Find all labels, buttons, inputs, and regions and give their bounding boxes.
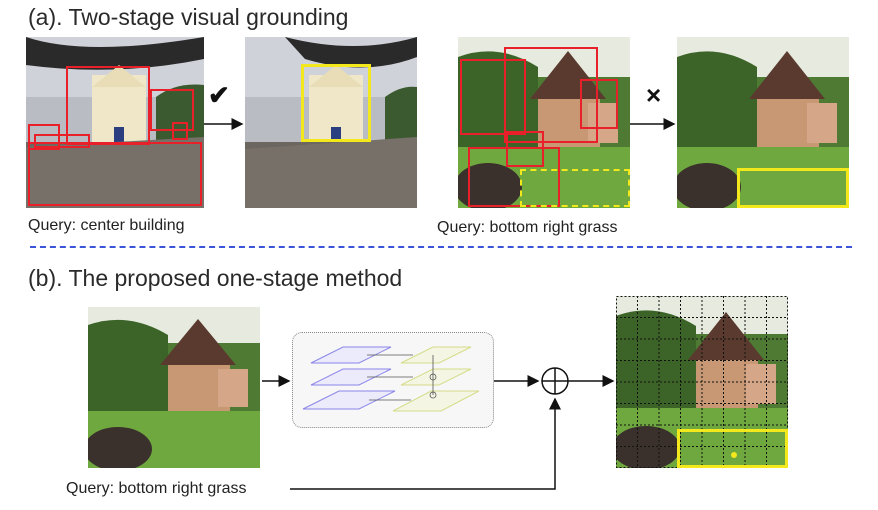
center-point xyxy=(731,452,737,458)
grounding-box xyxy=(677,429,788,468)
proposal-box xyxy=(460,59,526,135)
house-photo-grid xyxy=(616,296,788,468)
grounding-box xyxy=(301,64,371,142)
feature-pyramid-illustration xyxy=(302,346,480,412)
proposal-box xyxy=(172,122,188,140)
proposal-box xyxy=(66,66,150,145)
anchor-grid xyxy=(616,296,788,468)
house-photo xyxy=(677,37,849,208)
grounding-box xyxy=(737,168,849,208)
visual-feature-layer xyxy=(310,346,392,364)
query-label-a2: Query: bottom right grass xyxy=(437,219,618,236)
sum-icon xyxy=(541,367,569,395)
house-image-result xyxy=(677,37,849,208)
proposal-box xyxy=(504,47,598,143)
proposal-box-dashed xyxy=(520,169,630,207)
output-image xyxy=(616,296,788,468)
church-image-proposals xyxy=(26,37,204,208)
church-photo xyxy=(26,37,204,208)
house-photo xyxy=(88,307,260,468)
proposal-box xyxy=(506,131,544,167)
house-photo xyxy=(458,37,630,208)
proposal-box xyxy=(34,134,90,148)
proposal-box xyxy=(28,124,60,150)
section-b-title: (b). The proposed one-stage method xyxy=(28,265,403,291)
church-image-result xyxy=(245,37,417,208)
text-feature-layer xyxy=(400,346,472,364)
section-divider xyxy=(30,246,852,248)
house-image-proposals xyxy=(458,37,630,208)
check-icon: ✔ xyxy=(208,80,230,110)
input-image xyxy=(88,307,260,468)
cross-icon: × xyxy=(646,80,662,110)
query-label-a1: Query: center building xyxy=(28,217,185,234)
section-a-title: (a). Two-stage visual grounding xyxy=(28,4,349,30)
proposal-box xyxy=(28,142,202,206)
query-label-b: Query: bottom right grass xyxy=(66,480,247,497)
visual-feature-layer xyxy=(310,368,392,386)
network-block xyxy=(292,332,494,428)
proposal-box xyxy=(468,147,560,207)
proposal-box xyxy=(580,79,618,129)
